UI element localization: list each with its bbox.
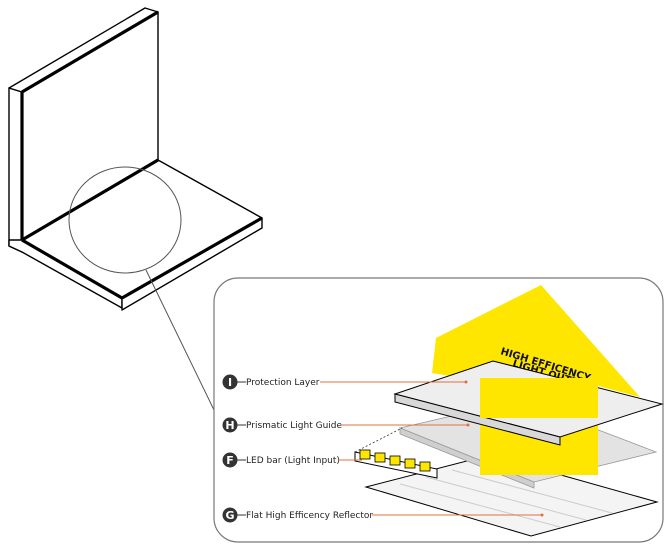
label-reflector: G Flat High Efficency Reflector (222, 507, 544, 523)
marker-F (222, 452, 238, 468)
label-led-bar: F LED bar (Light Input) (222, 452, 362, 468)
led-bar-guide-dashes (354, 427, 403, 453)
layer-label: LED bar (Light Input) (246, 456, 340, 466)
marker-I (222, 374, 238, 390)
marker-G (222, 507, 238, 523)
marker-letter: I (228, 376, 232, 389)
led-cell-1 (359, 449, 371, 460)
leader-dot (464, 380, 468, 384)
marker-letter: G (225, 509, 234, 522)
vertical-panel-edge (8, 87, 23, 253)
led-cell-2 (374, 452, 386, 463)
callout-connector (145, 269, 215, 411)
marker-H (222, 417, 238, 433)
led-bar-layer (354, 427, 438, 479)
led-cell-3 (389, 455, 401, 466)
leader-dot (466, 423, 470, 427)
reflector-ridge-1 (399, 483, 561, 528)
panel-accent-edges (20, 10, 263, 300)
reflector-ridge-3 (451, 469, 613, 514)
led-cell-4 (404, 458, 416, 469)
leader-dot (540, 513, 544, 517)
protection-front (394, 393, 561, 446)
led-cells (359, 449, 431, 472)
layer-labels: I Protection Layer H Prismatic Light Gui… (222, 374, 544, 523)
led-cell-5 (419, 461, 431, 472)
reflector-layer (364, 454, 659, 537)
layer-label: Prismatic Light Guide (246, 421, 342, 431)
protection-layer (393, 360, 664, 446)
label-protection-layer: I Protection Layer (222, 374, 468, 390)
protection-glow (480, 378, 598, 418)
marker-letter: F (226, 454, 234, 467)
marker-letter: H (225, 419, 234, 432)
label-light-guide: H Prismatic Light Guide (222, 417, 470, 433)
magnifier-circle (68, 166, 182, 274)
layer-label: Flat High Efficency Reflector (246, 511, 373, 521)
reflector-plate (364, 454, 659, 537)
layer-label: Protection Layer (246, 378, 320, 388)
reflector-ridge-2 (425, 476, 587, 521)
l-panel-illustration (8, 7, 263, 311)
